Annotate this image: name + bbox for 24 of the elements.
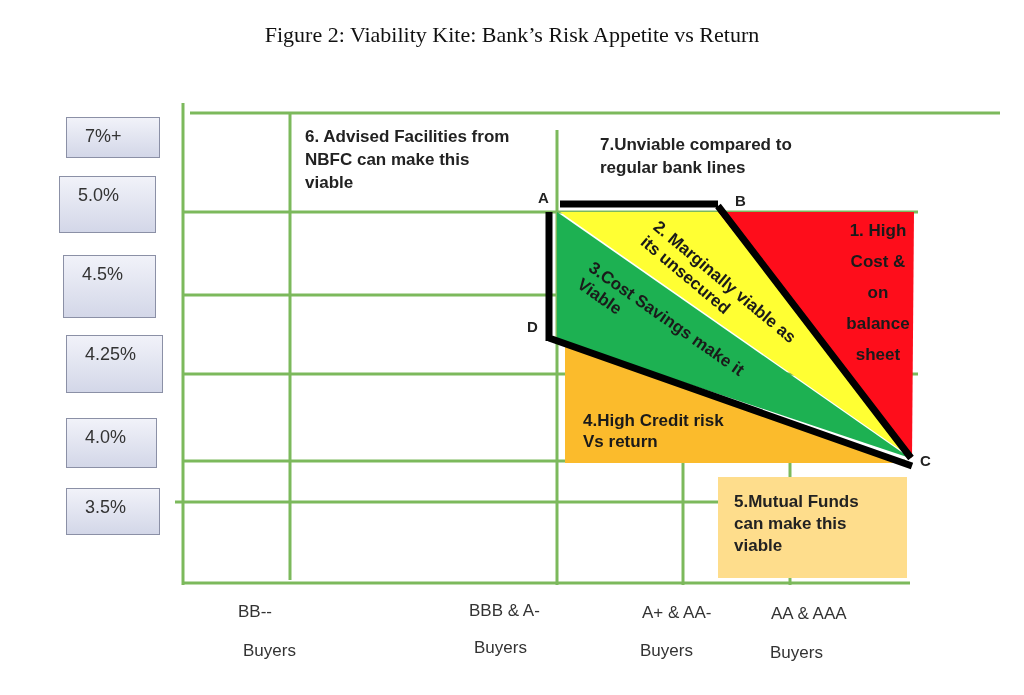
rate-box: 4.5% bbox=[63, 255, 156, 318]
annotation-text: 7.Unviable compared to regular bank lines bbox=[600, 134, 793, 179]
axis-label: BBB & A- bbox=[469, 601, 540, 621]
rate-box: 3.5% bbox=[66, 488, 160, 535]
vertex-label: C bbox=[920, 452, 931, 469]
axis-label: A+ & AA- bbox=[642, 603, 712, 623]
axis-label: Buyers bbox=[243, 641, 296, 661]
axis-label: Buyers bbox=[474, 638, 527, 658]
note-box: 5.Mutual Funds can make this viable bbox=[718, 477, 907, 578]
annotation-text: 6. Advised Facilities from NBFC can make this viable bbox=[305, 126, 511, 194]
vertex-label: B bbox=[735, 192, 746, 209]
zone-label: 1. High Cost & on balance sheet bbox=[845, 220, 911, 366]
rate-box: 4.25% bbox=[66, 335, 163, 393]
figure-title: Figure 2: Viability Kite: Bank’s Risk Appetite vs Return bbox=[264, 22, 760, 47]
axis-label: BB-- bbox=[238, 602, 272, 622]
axis-label: Buyers bbox=[770, 643, 823, 663]
rate-box: 7%+ bbox=[66, 117, 160, 158]
rate-box: 4.0% bbox=[66, 418, 157, 468]
rate-box: 5.0% bbox=[59, 176, 156, 233]
axis-label: Buyers bbox=[640, 641, 693, 661]
vertex-label: D bbox=[527, 318, 538, 335]
vertex-label: A bbox=[538, 189, 549, 206]
axis-label: AA & AAA bbox=[771, 604, 847, 624]
zone-label: 4.High Credit risk Vs return bbox=[583, 410, 725, 452]
